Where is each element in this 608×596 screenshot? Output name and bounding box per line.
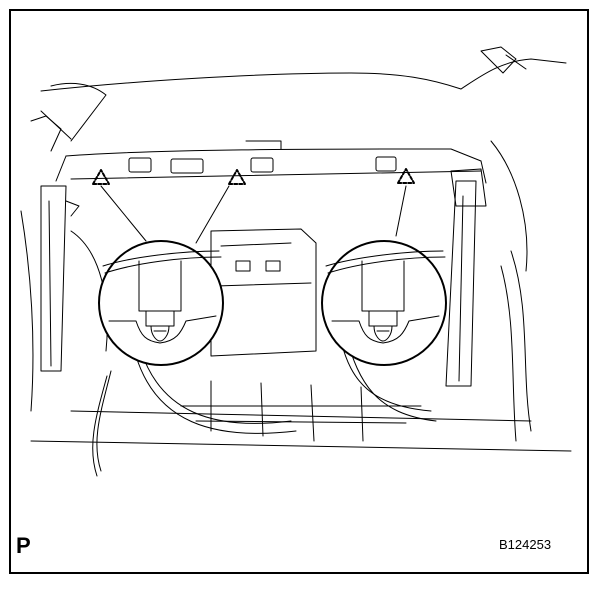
figure-code: B124253 bbox=[499, 537, 552, 552]
center-panel bbox=[211, 229, 316, 356]
wire-harness bbox=[93, 336, 436, 476]
clip-marker-icons bbox=[93, 169, 414, 184]
dashed-triangle-icon bbox=[398, 169, 414, 183]
dashed-triangle-icon bbox=[93, 170, 109, 184]
vehicle-interior-illustration bbox=[11, 11, 587, 533]
left-clip-detail bbox=[99, 241, 223, 365]
corner-letter: P bbox=[16, 533, 31, 558]
callout-leaders bbox=[101, 186, 406, 243]
dashed-triangle-icon bbox=[229, 170, 245, 184]
left-pillar bbox=[21, 116, 107, 411]
right-clip-detail bbox=[322, 241, 446, 365]
figure-frame bbox=[9, 9, 589, 574]
roof-header bbox=[41, 47, 566, 141]
right-pillar bbox=[446, 141, 531, 441]
rear-floor bbox=[31, 381, 571, 451]
upper-trim-panel bbox=[56, 141, 486, 183]
